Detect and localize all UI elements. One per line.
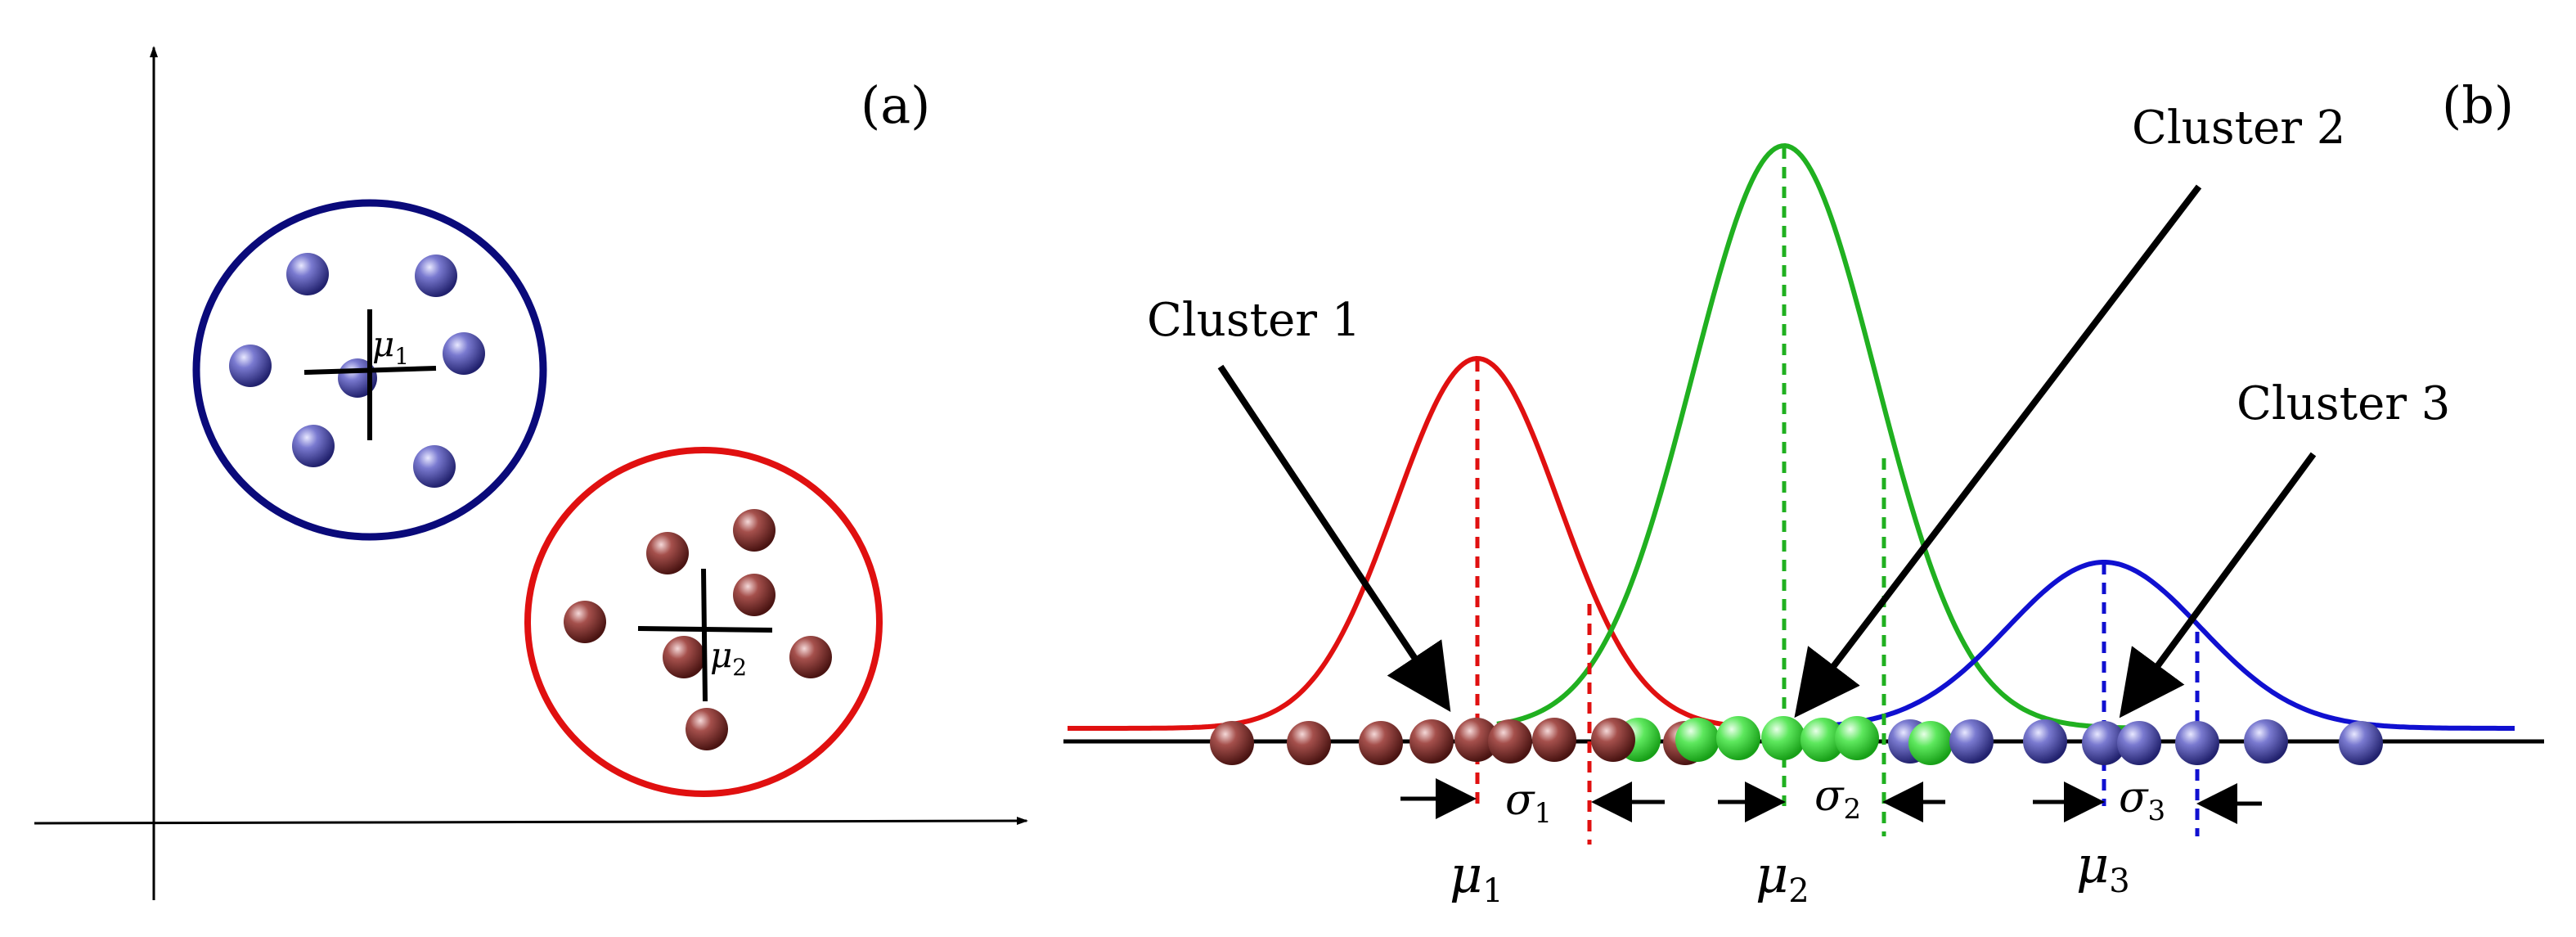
cluster-3-arrow [2119, 452, 2317, 719]
gaussian-curve-3 [1823, 560, 2515, 731]
sigma2-label: σ2 [1814, 772, 1861, 826]
cluster-3-label: Cluster 3 [2237, 377, 2450, 430]
blue-ball [2023, 719, 2067, 764]
blue-ball [2175, 721, 2219, 765]
x-axis [34, 817, 1028, 826]
cluster-2-arrow [1794, 184, 2202, 719]
green-ball [1716, 716, 1760, 760]
baseline-balls [1210, 716, 2383, 765]
brown-balls [564, 509, 832, 750]
mu1-label: μ1 [372, 324, 409, 370]
mu3-bottom-label: μ3 [2076, 835, 2130, 900]
brown-ball [686, 708, 728, 750]
green-ball [1908, 721, 1953, 765]
mu1-bottom-label: μ1 [1450, 845, 1504, 910]
gaussian-curve-1 [1068, 355, 1733, 731]
blue-ball [229, 345, 272, 387]
cluster-1-label: Cluster 1 [1147, 294, 1360, 347]
brown-ball [663, 636, 705, 678]
panel-a-label: (a) [861, 75, 930, 135]
brown-ball [1210, 721, 1254, 765]
brown-ball [1454, 718, 1499, 762]
gaussian-curve-2 [1496, 142, 2135, 731]
brown-ball [733, 509, 775, 552]
brown-ball [733, 574, 775, 616]
mu2-label: μ2 [710, 635, 747, 681]
blue-ball [1949, 719, 1994, 764]
brown-ball [1409, 719, 1454, 764]
blue-ball [2244, 719, 2288, 764]
brown-ball [1359, 721, 1403, 765]
green-ball [1675, 718, 1720, 762]
blue-ball [2117, 721, 2161, 765]
brown-ball [1488, 719, 1532, 764]
panel-b: (b) [1063, 75, 2544, 910]
mu2-bottom-label: μ2 [1756, 845, 1809, 910]
cluster-2-boundary [524, 447, 883, 797]
blue-ball [413, 445, 456, 488]
panel-b-label: (b) [2442, 75, 2514, 135]
brown-ball [1591, 718, 1635, 762]
green-ball [1801, 718, 1845, 762]
panel-a: (a) μ1 μ2 [34, 46, 1028, 900]
centroid-cross-2 [637, 568, 773, 702]
cluster-1-boundary [192, 199, 547, 541]
blue-ball [286, 253, 329, 295]
green-ball [1835, 716, 1879, 760]
green-ball [1761, 716, 1805, 760]
sigma3-label: σ3 [2119, 773, 2165, 827]
brown-ball [1287, 721, 1331, 765]
blue-ball [292, 425, 335, 467]
cluster-2-label: Cluster 2 [2132, 101, 2345, 155]
pointer-arrows [1217, 184, 2317, 719]
centroid-cross-1 [303, 309, 437, 440]
brown-ball [1532, 718, 1576, 762]
brown-ball [646, 532, 689, 574]
blue-ball [2082, 721, 2126, 765]
brown-ball [564, 601, 606, 643]
sigma-arrows [1400, 778, 2262, 824]
brown-ball [789, 636, 832, 678]
blue-ball [2339, 721, 2383, 765]
cluster-1-arrow [1217, 364, 1451, 712]
sigma1-label: σ1 [1505, 776, 1552, 830]
blue-ball [415, 255, 457, 297]
blue-ball [443, 332, 485, 375]
